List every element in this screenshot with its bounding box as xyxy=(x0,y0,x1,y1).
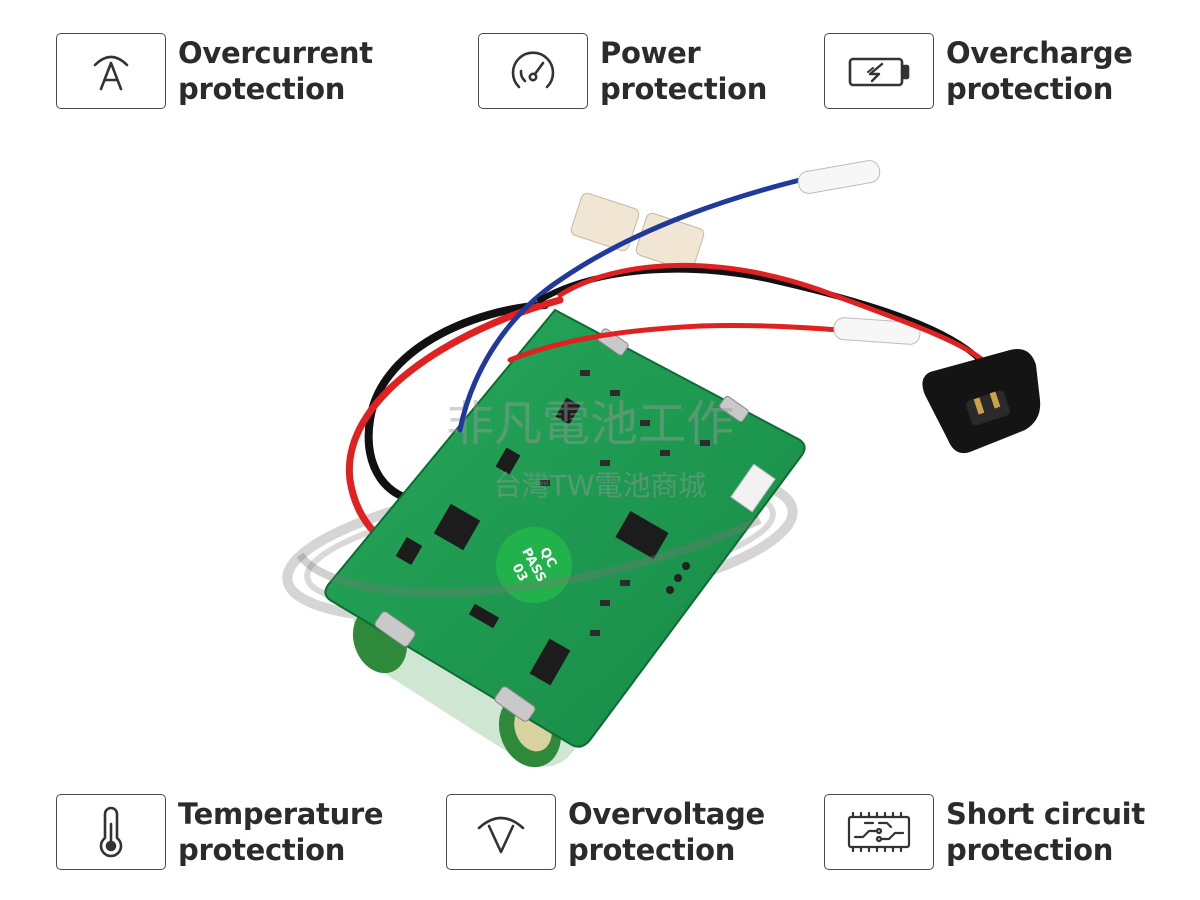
gauge-icon xyxy=(478,33,588,109)
pcb-board xyxy=(324,308,806,748)
feature-overcharge: Overcharge protection xyxy=(824,33,1133,109)
thermometer-icon xyxy=(56,794,166,870)
qc-pass-sticker: QC PASS 03 xyxy=(496,527,572,603)
feature-overcurrent: Overcurrent protection xyxy=(56,33,373,109)
output-plug xyxy=(922,349,1041,454)
feature-label: Overcharge protection xyxy=(946,36,1133,106)
circuit-icon xyxy=(824,794,934,870)
blue-wire-terminal xyxy=(797,160,881,194)
svg-text:非凡電池工作: 非凡電池工作 xyxy=(446,396,734,452)
feature-label: Temperature protection xyxy=(178,797,384,867)
feature-power: Power protection xyxy=(478,33,767,109)
voltage-icon xyxy=(446,794,556,870)
battery-charge-icon xyxy=(824,33,934,109)
feature-overvoltage: Overvoltage protection xyxy=(446,794,765,870)
feature-label: Power protection xyxy=(600,36,768,106)
feature-label: Overvoltage protection xyxy=(568,797,765,867)
feature-temperature: Temperature protection xyxy=(56,794,384,870)
red-wire-terminal xyxy=(833,317,921,345)
ampere-icon xyxy=(56,33,166,109)
feature-label: Short circuit protection xyxy=(946,797,1145,867)
watermark: 非凡電池工作 台灣TW電池商城 xyxy=(446,396,734,502)
feature-short-circuit: Short circuit protection xyxy=(824,794,1145,870)
svg-text:台灣TW電池商城: 台灣TW電池商城 xyxy=(494,469,707,502)
feature-label: Overcurrent protection xyxy=(178,36,373,106)
